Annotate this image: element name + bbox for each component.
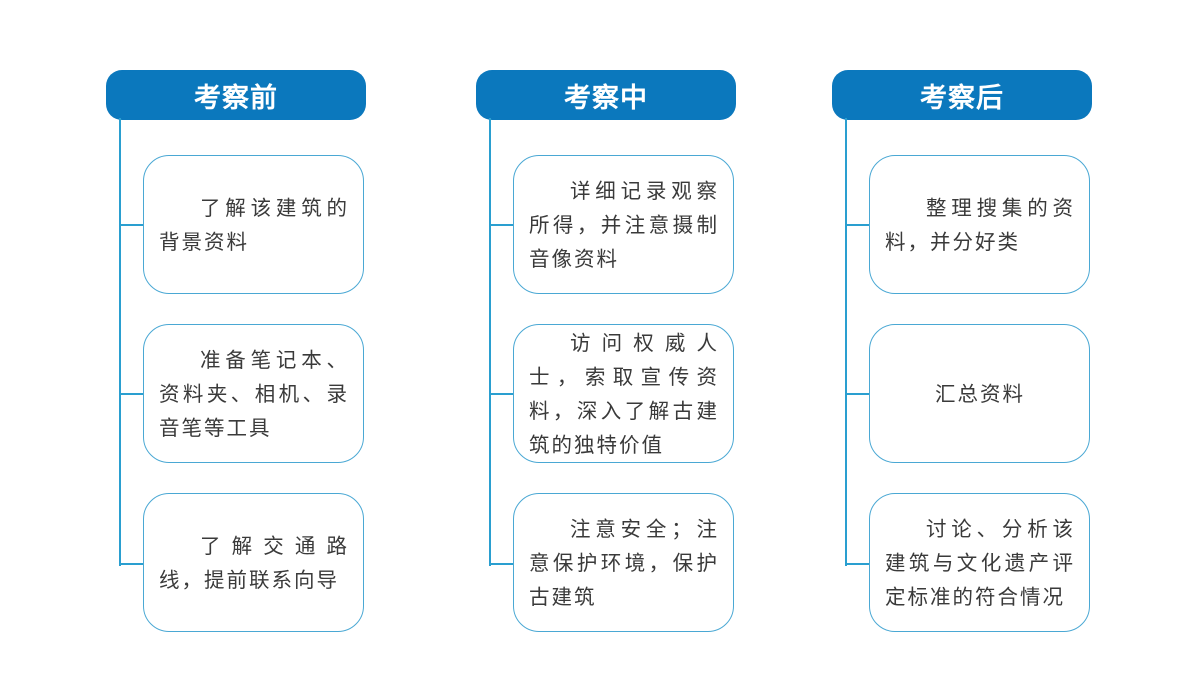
task-card: 汇总资料 <box>869 324 1090 463</box>
task-card-text: 整理搜集的资料，并分好类 <box>885 195 1075 254</box>
task-card: 整理搜集的资料，并分好类 <box>869 155 1090 294</box>
stage-header-before: 考察前 <box>106 70 366 120</box>
task-card: 准备笔记本、资料夹、相机、录音笔等工具 <box>143 324 364 463</box>
connector-spine <box>119 118 121 566</box>
stage-column-after: 考察后 整理搜集的资料，并分好类 汇总资料 讨论、分析该建筑与文化遗产评定标准的… <box>832 0 1094 675</box>
task-card-text: 汇总资料 <box>935 381 1025 406</box>
task-card-text: 准备笔记本、资料夹、相机、录音笔等工具 <box>159 347 349 440</box>
stage-column-during: 考察中 详细记录观察所得，并注意摄制音像资料 访问权威人士，索取宣传资料，深入了… <box>476 0 738 675</box>
task-card: 讨论、分析该建筑与文化遗产评定标准的符合情况 <box>869 493 1090 632</box>
connector-spine <box>845 118 847 566</box>
connector-spine <box>489 118 491 566</box>
task-card: 详细记录观察所得，并注意摄制音像资料 <box>513 155 734 294</box>
stage-header-during: 考察中 <box>476 70 736 120</box>
task-card: 了解交通路线，提前联系向导 <box>143 493 364 632</box>
task-card-text: 注意安全；注意保护环境，保护古建筑 <box>529 516 719 609</box>
connector-branch <box>119 393 143 395</box>
connector-branch <box>489 393 513 395</box>
task-card: 访问权威人士，索取宣传资料，深入了解古建筑的独特价值 <box>513 324 734 463</box>
task-card-text: 了解交通路线，提前联系向导 <box>159 533 349 592</box>
connector-branch <box>845 563 869 565</box>
connector-branch <box>119 224 143 226</box>
connector-branch <box>845 224 869 226</box>
task-card: 注意安全；注意保护环境，保护古建筑 <box>513 493 734 632</box>
connector-branch <box>845 393 869 395</box>
stage-column-before: 考察前 了解该建筑的背景资料 准备笔记本、资料夹、相机、录音笔等工具 了解交通路… <box>106 0 368 675</box>
task-card-text: 了解该建筑的背景资料 <box>159 195 349 254</box>
connector-branch <box>489 563 513 565</box>
task-card-text: 详细记录观察所得，并注意摄制音像资料 <box>529 178 719 271</box>
task-card-text: 讨论、分析该建筑与文化遗产评定标准的符合情况 <box>885 516 1075 609</box>
connector-branch <box>489 224 513 226</box>
stage-header-after: 考察后 <box>832 70 1092 120</box>
connector-branch <box>119 563 143 565</box>
task-card-text: 访问权威人士，索取宣传资料，深入了解古建筑的独特价值 <box>529 330 719 457</box>
task-card: 了解该建筑的背景资料 <box>143 155 364 294</box>
